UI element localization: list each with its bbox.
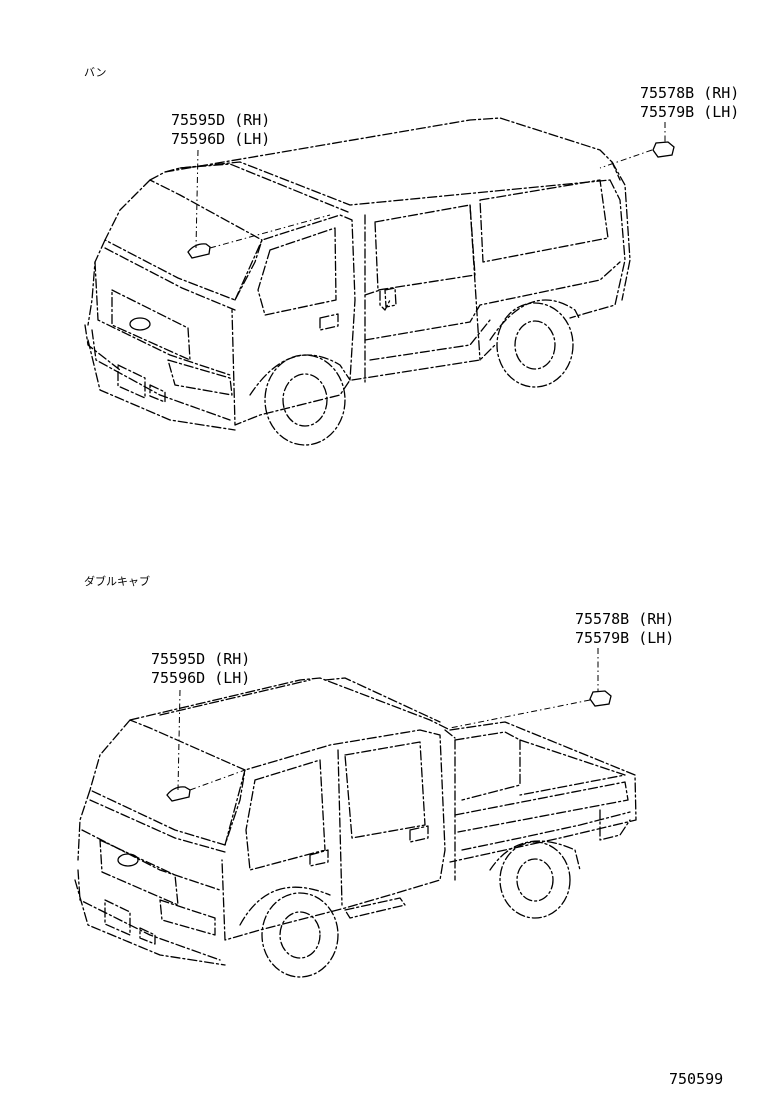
van-side-window-1 [374,204,476,291]
dcab-license-plate [104,899,131,936]
dcab-cargo-bed [449,721,637,863]
part-number-front-rh-dcab: 75595D (RH) [151,650,251,668]
dcab-rear-wheel [499,841,571,919]
section-title-double-cab: ダブルキャブ [84,575,150,588]
van-cab-window [257,227,337,316]
dcab-emblem [117,853,139,867]
van-front-marker-lamp [187,243,211,259]
dcab-windshield [89,719,246,846]
van-side-window-2 [479,179,609,263]
diagram-id: 750599 [669,1070,724,1088]
dcab-front-window [245,759,326,871]
van-roof-outline [149,117,621,181]
van-front-wheel [264,354,346,446]
van-rear-marker-lamp [652,141,675,158]
section-title-van: バン [84,66,107,79]
part-number-rear-rh-dcab: 75578B (RH) [575,610,675,628]
part-number-front-lh-van: 75596D (LH) [171,130,271,148]
dcab-rear-window [344,741,426,839]
van-front-face [94,261,231,376]
dcab-front-wheel [261,892,339,978]
dcab-rear-marker-lamp [589,690,612,707]
dcab-front-marker-lamp [166,786,191,802]
van-windshield [104,179,263,301]
part-number-front-lh-dcab: 75596D (LH) [151,669,251,687]
part-number-rear-rh-van: 75578B (RH) [640,84,740,102]
dcab-roof-outline [129,677,451,731]
part-number-front-rh-van: 75595D (RH) [171,111,271,129]
van-rear-wheel [496,302,574,388]
part-number-rear-lh-dcab: 75579B (LH) [575,629,675,647]
van-emblem [129,317,151,331]
van-license-plate [117,364,146,399]
part-number-rear-lh-van: 75579B (LH) [640,103,740,121]
